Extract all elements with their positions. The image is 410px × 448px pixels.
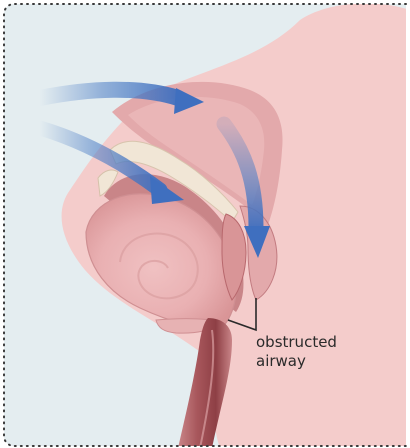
obstructed-airway-label: obstructed airway [256, 333, 376, 371]
annotation-line-1: obstructed [256, 333, 376, 352]
annotation-line-2: airway [256, 352, 376, 371]
